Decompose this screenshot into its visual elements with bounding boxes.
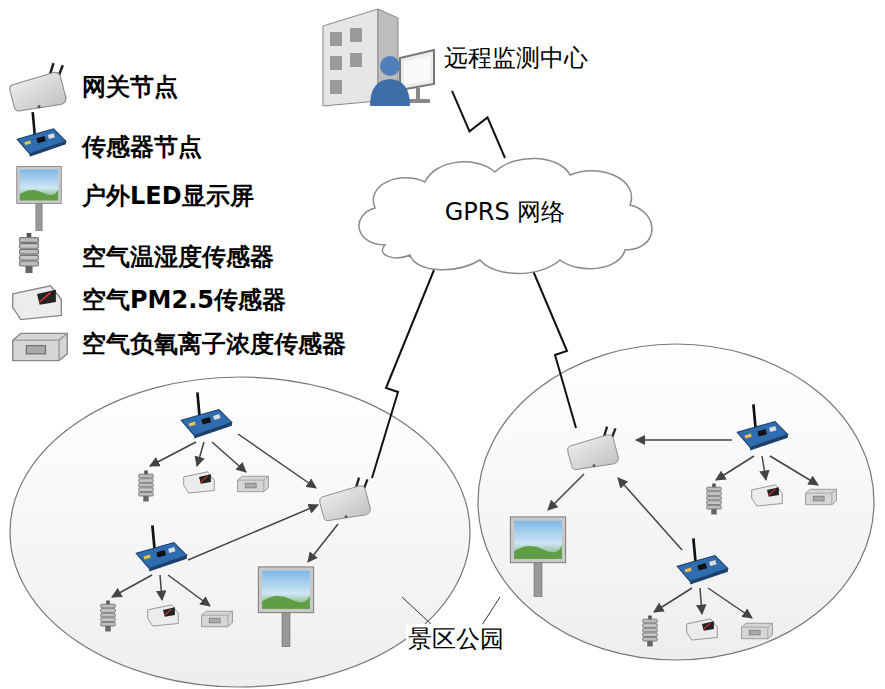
sensor-node-icon bbox=[677, 538, 728, 584]
pm25-icon bbox=[148, 605, 179, 626]
cloud-shape bbox=[359, 158, 652, 273]
wireless-link bbox=[372, 270, 434, 478]
illustration-part bbox=[112, 575, 152, 597]
illustration-part bbox=[770, 456, 818, 485]
network-cloud: GPRS 网络 bbox=[345, 150, 665, 275]
wireless-link bbox=[531, 266, 576, 428]
station-node: 远程监测中心 bbox=[440, 40, 592, 77]
illustration-part bbox=[150, 442, 196, 466]
illustration-part bbox=[212, 442, 246, 472]
legend-text: 空气温湿度传感器 bbox=[82, 242, 274, 272]
illustration-part bbox=[548, 474, 584, 510]
park-region bbox=[478, 344, 874, 660]
gateway-icon bbox=[568, 427, 619, 470]
sensor-node-icon bbox=[17, 112, 66, 157]
legend-text: 传感器节点 bbox=[82, 132, 202, 162]
temp-humidity-icon bbox=[643, 616, 658, 647]
ion-sensor-icon bbox=[238, 476, 269, 491]
gateway-icon bbox=[10, 63, 66, 111]
sensor-node-icon bbox=[737, 404, 788, 450]
pm25-icon bbox=[687, 619, 718, 640]
leader-line bbox=[482, 597, 500, 625]
illustration-part bbox=[197, 442, 204, 466]
data-arrows bbox=[112, 434, 338, 606]
illustration-part bbox=[762, 456, 766, 480]
legend-text: 空气负氧离子浓度传感器 bbox=[82, 329, 346, 359]
legend-text: 网关节点 bbox=[82, 72, 178, 102]
led-screen-icon bbox=[510, 517, 565, 597]
ion-sensor-icon bbox=[13, 333, 68, 360]
temp-humidity-icon bbox=[20, 233, 39, 273]
park-region bbox=[10, 377, 470, 687]
gateway-icon bbox=[320, 478, 371, 521]
illustration-part bbox=[308, 524, 338, 562]
illustration-part bbox=[168, 575, 210, 606]
network-label: GPRS 网络 bbox=[445, 198, 566, 227]
station-label: 远程监测中心 bbox=[444, 44, 588, 73]
wireless-link bbox=[452, 91, 505, 158]
leader-line bbox=[402, 597, 432, 625]
pm25-icon bbox=[13, 286, 62, 320]
temp-humidity-icon bbox=[707, 484, 722, 515]
illustration-part bbox=[654, 588, 692, 612]
ion-sensor-icon bbox=[806, 489, 837, 504]
illustration-part bbox=[160, 575, 162, 600]
monitor-building bbox=[323, 9, 434, 106]
illustration-part bbox=[238, 434, 316, 488]
legend-text: 户外LED显示屏 bbox=[82, 181, 254, 211]
ion-sensor-icon bbox=[742, 623, 773, 638]
led-screen-icon bbox=[17, 167, 61, 231]
pm25-icon bbox=[184, 472, 215, 493]
temp-humidity-icon bbox=[139, 471, 154, 502]
ion-sensor-icon bbox=[202, 611, 233, 626]
sensor-node-icon bbox=[136, 525, 187, 571]
data-arrows bbox=[548, 440, 818, 618]
illustration-part bbox=[716, 456, 754, 480]
pm25-icon bbox=[752, 485, 783, 506]
illustration-part bbox=[700, 588, 702, 614]
region-label: 景区公园 bbox=[406, 624, 506, 654]
sensor-node-icon bbox=[181, 392, 232, 438]
illustration-part bbox=[708, 588, 752, 618]
illustration-part bbox=[188, 505, 318, 560]
led-screen-icon bbox=[258, 567, 313, 647]
legend-text: 空气PM2.5传感器 bbox=[82, 285, 286, 315]
temp-humidity-icon bbox=[101, 601, 116, 632]
illustration-part bbox=[636, 439, 732, 441]
illustration-part bbox=[618, 478, 682, 550]
